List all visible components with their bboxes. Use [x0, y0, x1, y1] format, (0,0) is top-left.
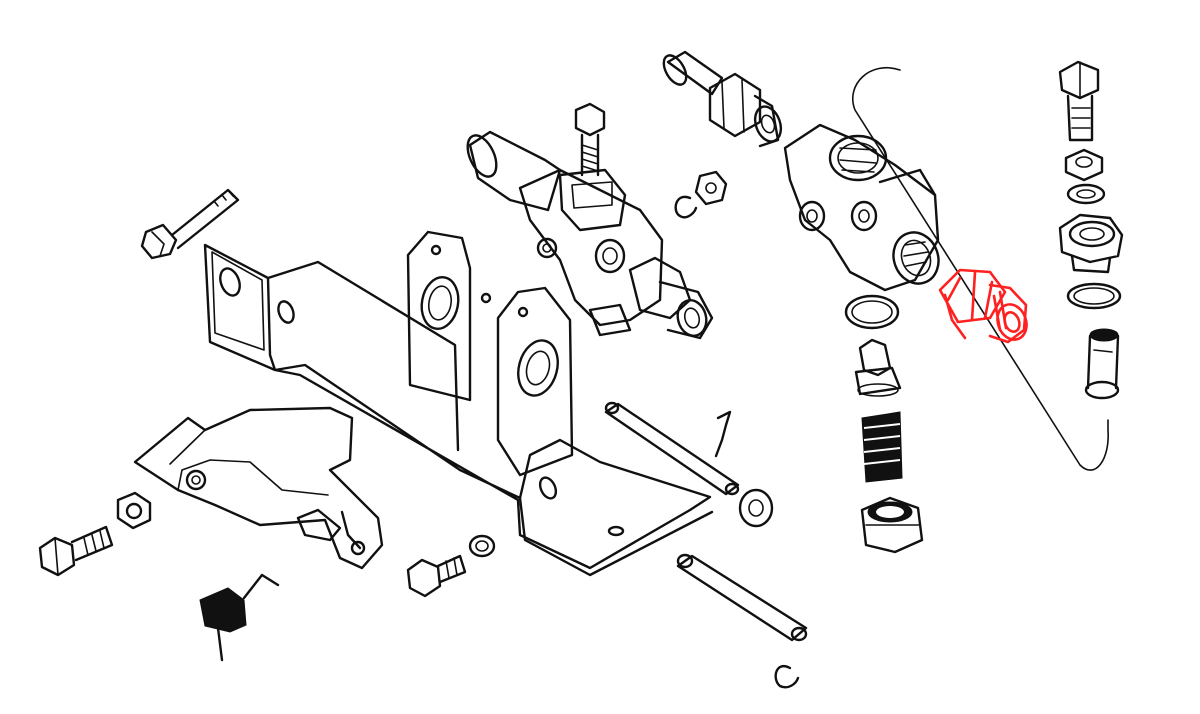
cotter-pin — [714, 410, 732, 458]
e-clip-bottom — [774, 665, 800, 689]
lever-plate — [133, 406, 384, 570]
assembly-guide-line — [852, 67, 1109, 471]
pivot-pin-upper — [604, 401, 740, 496]
compression-spring — [861, 411, 903, 483]
hex-plug — [860, 496, 924, 554]
pivot-pin-lower — [676, 553, 808, 642]
bolt-right — [1058, 60, 1100, 142]
e-clip-center — [674, 195, 698, 219]
distribution-tee-block — [783, 123, 940, 292]
washer-right-pin — [738, 488, 774, 528]
valve-adjust-bolt — [574, 102, 606, 177]
bolt-bottom-center — [406, 554, 467, 598]
o-ring-tee — [844, 294, 900, 330]
hose-barb-fitting — [662, 50, 783, 148]
hex-nut-lower-left — [116, 491, 152, 530]
washer-bottom-center — [468, 534, 496, 558]
valve-body-center — [466, 130, 664, 337]
bolt-lower-left — [38, 525, 114, 577]
bracket-ear-left — [406, 230, 472, 402]
banjo-nut-right — [1058, 213, 1124, 274]
hex-nut-center — [694, 170, 728, 206]
hex-nut-right — [1064, 148, 1104, 182]
washer-right — [1066, 183, 1106, 205]
torsion-spring — [199, 573, 280, 662]
hex-adapter-fitting[interactable] — [938, 268, 1031, 344]
valve-piston — [854, 338, 902, 397]
o-ring-right — [1066, 282, 1122, 310]
valve-outlet-fitting — [628, 256, 714, 340]
bolt-upper-left — [140, 188, 240, 260]
sleeve-right — [1084, 328, 1120, 400]
bracket-ear-right — [480, 286, 574, 477]
